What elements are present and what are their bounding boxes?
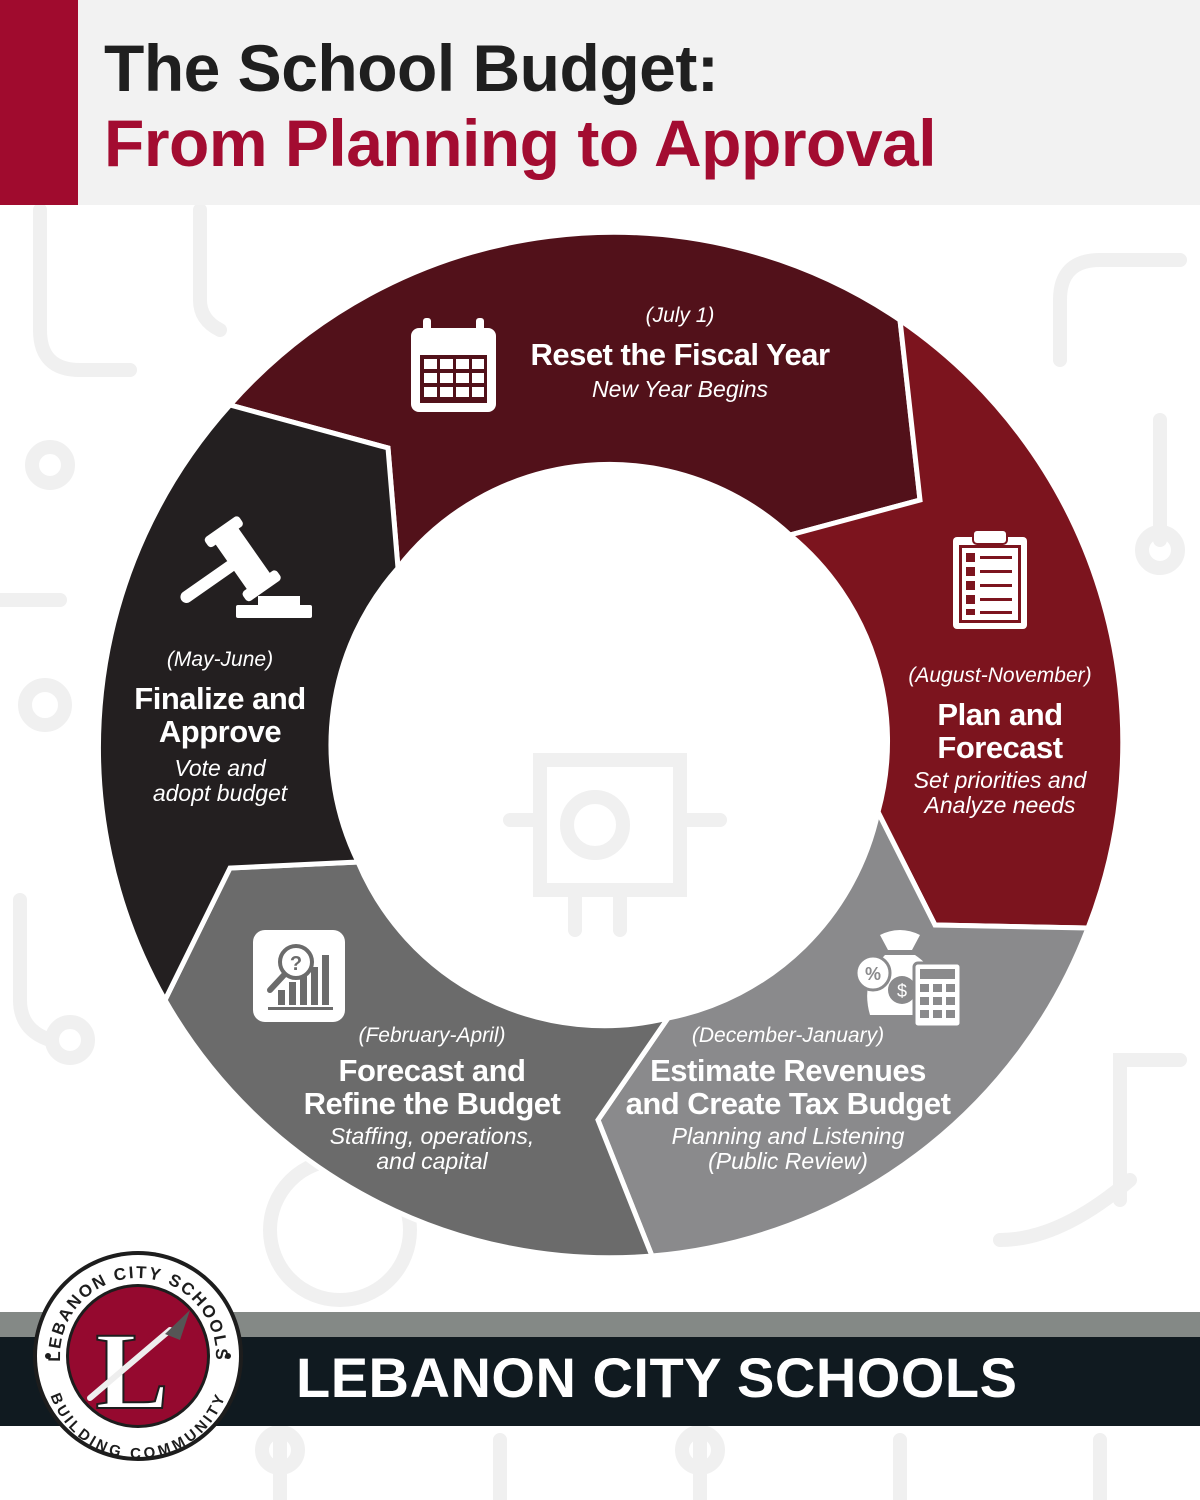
stage-description: adopt budget — [152, 780, 288, 806]
stage-title: Finalize and — [134, 681, 306, 716]
svg-text:?: ? — [290, 953, 302, 975]
stage-description: Staffing, operations, — [329, 1123, 535, 1149]
svg-text:%: % — [865, 964, 881, 984]
stage-title: Plan and — [937, 697, 1063, 732]
footer-title: LEBANON CITY SCHOOLS — [296, 1346, 1018, 1409]
header-banner — [0, 0, 1200, 205]
stage-date: (February-April) — [358, 1024, 506, 1047]
stage-title: Refine the Budget — [303, 1086, 561, 1121]
stage-description: (Public Review) — [708, 1148, 868, 1174]
stage-title: and Create Tax Budget — [625, 1086, 951, 1121]
school-logo-seal: LEBANON CITY SCHOOLS BUILDING COMMUNITY … — [33, 1251, 243, 1463]
header-accent-bar — [0, 0, 78, 205]
stage-finalize-approve: (May-June) Finalize and Approve Vote and… — [134, 648, 306, 806]
stage-title: Approve — [158, 714, 282, 749]
stage-reset-fiscal-year: (July 1) Reset the Fiscal Year New Year … — [530, 304, 830, 402]
stage-date: (December-January) — [691, 1024, 885, 1047]
segment-reset-fiscal-year — [225, 229, 923, 575]
stage-date: (August-November) — [908, 664, 1092, 687]
stage-date: (July 1) — [645, 304, 715, 327]
stage-description: Set priorities and — [913, 767, 1087, 793]
page-subtitle: From Planning to Approval — [104, 106, 937, 180]
stage-description: Analyze needs — [924, 792, 1076, 818]
stage-description: New Year Begins — [591, 376, 769, 402]
stage-title: Forecast and — [338, 1053, 526, 1088]
svg-text:$: $ — [897, 981, 907, 1001]
stage-title: Reset the Fiscal Year — [530, 337, 830, 372]
stage-description: Vote and — [174, 755, 266, 781]
stage-description: Planning and Listening — [671, 1123, 905, 1149]
page-title: The School Budget: — [104, 31, 719, 105]
svg-text:L: L — [95, 1310, 168, 1432]
stage-title: Estimate Revenues — [650, 1053, 926, 1088]
clipboard-checklist-icon — [953, 529, 1027, 629]
segment-estimate-revenues — [595, 804, 1092, 1259]
stage-forecast-refine: (February-April) Forecast and Refine the… — [304, 1024, 561, 1174]
chart-magnifier-icon: ? — [253, 930, 345, 1022]
gavel-icon — [180, 516, 312, 618]
stage-estimate-revenues: (December-January) Estimate Revenues and… — [626, 1024, 951, 1174]
segment-finalize-approve — [95, 402, 401, 1006]
stage-description: and capital — [376, 1148, 488, 1174]
stage-title: Forecast — [937, 730, 1063, 765]
calendar-icon — [411, 318, 496, 412]
stage-date: (May-June) — [166, 648, 274, 671]
money-bag-calculator-icon: % $ — [854, 930, 963, 1029]
stage-plan-forecast: (August-November) Plan and Forecast Set … — [908, 664, 1091, 818]
